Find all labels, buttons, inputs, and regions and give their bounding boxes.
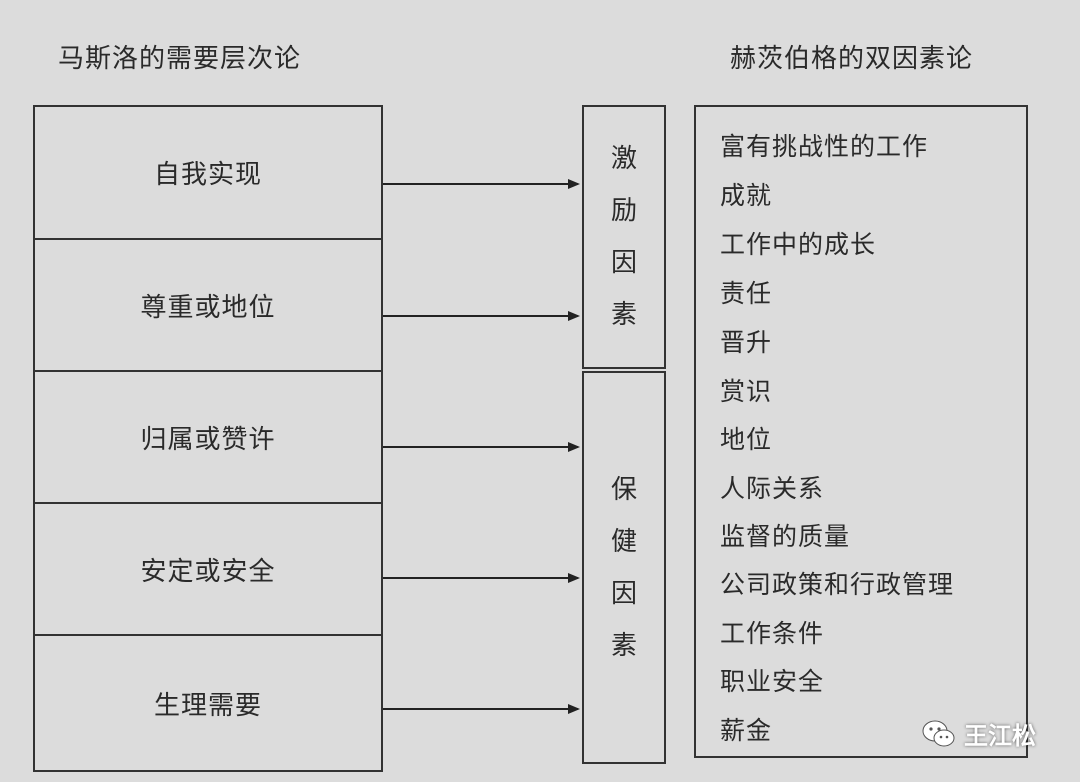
factor-item: 人际关系 xyxy=(720,474,825,503)
factor-item: 赏识 xyxy=(720,377,773,406)
motivator-char: 因 xyxy=(610,248,637,278)
hygiene-char: 素 xyxy=(610,630,637,661)
level-label: 尊重或地位 xyxy=(140,292,276,323)
factor-item: 富有挑战性的工作 xyxy=(720,132,929,161)
wechat-icon xyxy=(922,720,955,746)
watermark: 王江松 xyxy=(922,716,1036,751)
factor-item: 监督的质量 xyxy=(720,522,851,551)
factor-item: 公司政策和行政管理 xyxy=(720,570,955,599)
level-physiological: 生理需要 xyxy=(33,634,383,772)
level-label: 归属或赞许 xyxy=(140,424,276,455)
factor-item: 成就 xyxy=(720,181,773,210)
motivator-char: 激 xyxy=(610,144,637,174)
factor-item: 工作中的成长 xyxy=(720,230,877,259)
motivator-char: 励 xyxy=(610,196,637,226)
factor-item: 晋升 xyxy=(720,328,773,357)
hygiene-char: 健 xyxy=(610,526,637,557)
herzberg-factor-list: 富有挑战性的工作 成就 工作中的成长 责任 晋升 赏识 地位 人际关系 监督的质… xyxy=(694,105,1028,758)
maslow-title: 马斯洛的需要层次论 xyxy=(58,44,302,74)
factor-item: 地位 xyxy=(720,425,773,454)
watermark-text: 王江松 xyxy=(964,722,1036,750)
factor-item: 职业安全 xyxy=(720,667,825,696)
motivator-factors-box: 激 励 因 素 xyxy=(582,105,666,369)
hygiene-char: 保 xyxy=(610,474,637,505)
hygiene-factors-box: 保 健 因 素 xyxy=(582,371,666,764)
level-label: 自我实现 xyxy=(153,160,262,190)
factor-item: 工作条件 xyxy=(720,619,825,648)
level-label: 安定或安全 xyxy=(140,556,276,587)
herzberg-title: 赫茨伯格的双因素论 xyxy=(730,44,974,74)
factor-item: 薪金 xyxy=(720,716,773,745)
level-label: 生理需要 xyxy=(153,690,262,721)
hygiene-char: 因 xyxy=(610,578,637,609)
factor-item: 责任 xyxy=(720,279,773,308)
motivator-char: 素 xyxy=(610,300,637,330)
